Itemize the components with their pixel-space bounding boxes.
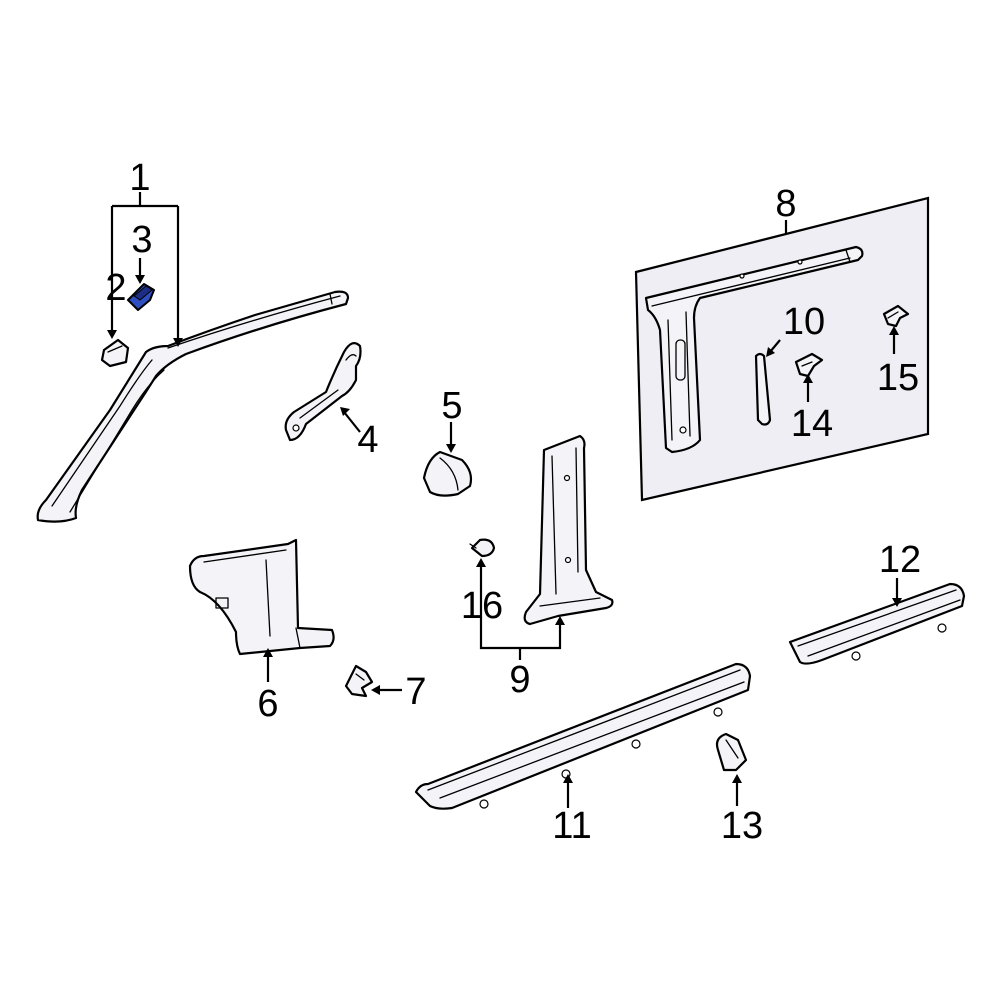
part-8-inset-panel bbox=[634, 196, 930, 502]
callout-3[interactable]: 3 bbox=[131, 219, 152, 261]
part-7-clip[interactable] bbox=[344, 664, 374, 698]
callout-14[interactable]: 14 bbox=[791, 403, 833, 445]
part-2-clip[interactable] bbox=[100, 338, 130, 368]
part-1-front-pillar-garnish[interactable] bbox=[36, 290, 350, 523]
part-14-clip[interactable] bbox=[794, 352, 824, 378]
callout-5[interactable]: 5 bbox=[441, 385, 462, 427]
leader-lines bbox=[107, 192, 902, 808]
part-11-front-scuff-plate[interactable] bbox=[414, 662, 752, 810]
callout-9[interactable]: 9 bbox=[509, 659, 530, 701]
part-6-cowl-side-trim[interactable] bbox=[188, 538, 335, 656]
callout-16[interactable]: 16 bbox=[461, 585, 503, 627]
part-15-clip[interactable] bbox=[882, 304, 910, 328]
callout-10[interactable]: 10 bbox=[783, 301, 825, 343]
callout-2[interactable]: 2 bbox=[105, 267, 126, 309]
callout-4[interactable]: 4 bbox=[357, 419, 378, 461]
part-10-weatherstrip[interactable] bbox=[754, 352, 772, 426]
callout-13[interactable]: 13 bbox=[721, 805, 763, 847]
part-8-b-pillar-upper-trim[interactable] bbox=[644, 245, 864, 454]
callout-6[interactable]: 6 bbox=[257, 683, 278, 725]
callout-15[interactable]: 15 bbox=[877, 357, 919, 399]
callout-8[interactable]: 8 bbox=[775, 183, 796, 225]
part-12-rear-scuff-plate[interactable] bbox=[788, 582, 966, 665]
callout-12[interactable]: 12 bbox=[879, 539, 921, 581]
callout-11[interactable]: 11 bbox=[552, 805, 591, 847]
callout-1[interactable]: 1 bbox=[129, 157, 150, 199]
callout-7[interactable]: 7 bbox=[405, 671, 426, 713]
part-3-clip-highlighted[interactable] bbox=[127, 283, 155, 311]
part-9-center-pillar-lower-trim[interactable] bbox=[523, 434, 614, 626]
part-13-bracket[interactable] bbox=[715, 732, 748, 772]
part-4-assist-grip[interactable] bbox=[284, 342, 362, 442]
part-5-cover[interactable] bbox=[422, 450, 473, 497]
callout-labels: 1 2 3 4 5 6 7 8 9 10 11 12 13 14 15 16 bbox=[105, 157, 921, 847]
part-16-clip[interactable] bbox=[469, 538, 496, 558]
